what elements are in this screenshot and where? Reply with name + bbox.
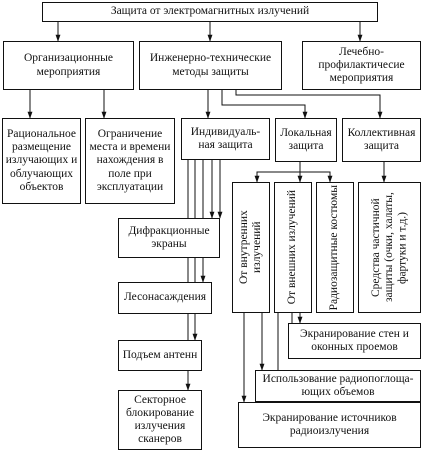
node-root: Защита от электромагнитных излучений <box>42 2 378 22</box>
node-placement: Рациональное размещение излучающих и обл… <box>2 118 81 204</box>
node-suits-label: Радиозащитные костюмы <box>328 184 341 311</box>
node-partial-label: Средства частичной защиты (очки, халаты,… <box>369 192 409 303</box>
node-suits: Радиозащитные костюмы <box>316 182 354 313</box>
node-forest: Лесонасаждения <box>118 282 212 314</box>
node-absorb: Использование радиопоглоща-ющих объемов <box>255 370 421 402</box>
node-collective: Коллективная защита <box>342 118 421 162</box>
node-medical: Лечебно-профилактичесие мероприятия <box>302 41 421 90</box>
node-diffraction: Дифракционные экраны <box>118 218 220 258</box>
node-individual: Индивидуаль-ная защита <box>181 118 270 160</box>
node-sources: Экранирование источников радиоизлучения <box>238 402 421 448</box>
node-local: Локальная защита <box>275 118 337 162</box>
node-walls: Экранирование стен и оконных проемов <box>288 323 421 359</box>
node-external: От внешних излучений <box>274 182 312 313</box>
node-internal: От внутренних излучений <box>232 182 270 313</box>
node-antenna: Подъем антенн <box>118 340 202 371</box>
node-internal-label: От внутренних излучений <box>237 210 263 285</box>
node-partial: Средства частичной защиты (очки, халаты,… <box>358 182 421 313</box>
node-external-label: От внешних излучений <box>286 190 299 305</box>
node-sector: Секторное блокирование излучения сканеро… <box>118 390 202 450</box>
node-organizational: Организационные мероприятия <box>3 41 134 90</box>
node-engineering: Инженерно-технические методы защиты <box>139 41 282 90</box>
node-limitation: Ограничение места и времени нахождения в… <box>85 118 175 204</box>
